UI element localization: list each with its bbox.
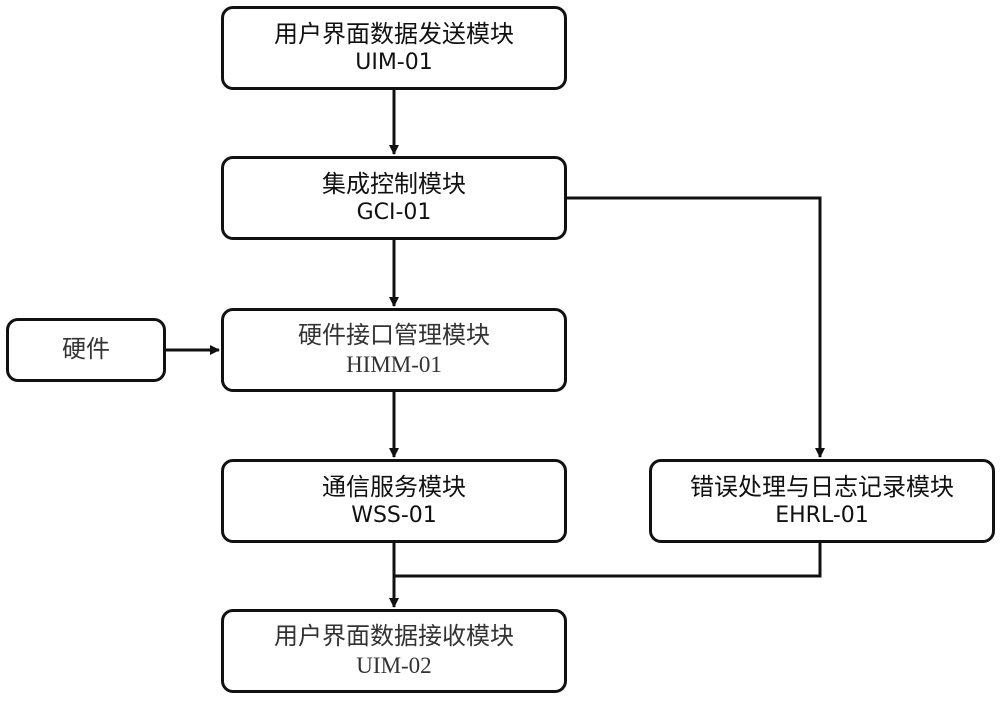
uim-send-module-name: 用户界面数据发送模块: [274, 20, 514, 48]
line-ehrl-to-uim02: [394, 543, 822, 578]
ehrl-module-node: 错误处理与日志记录模块 EHRL-01: [649, 459, 995, 543]
gci-module-code: GCI-01: [356, 200, 432, 225]
himm-module-code: HIMM-01: [346, 352, 442, 377]
himm-module-node: 硬件接口管理模块 HIMM-01: [221, 308, 567, 392]
uim-receive-module-code: UIM-02: [356, 653, 432, 678]
himm-module-name: 硬件接口管理模块: [298, 323, 490, 349]
wss-module-name: 通信服务模块: [322, 473, 466, 501]
arrow-gci-to-ehrl: [567, 196, 825, 458]
ehrl-module-code: EHRL-01: [775, 503, 869, 528]
uim-receive-module-node: 用户界面数据接收模块 UIM-02: [221, 609, 567, 693]
hardware-name: 硬件: [62, 337, 110, 363]
gci-module-node: 集成控制模块 GCI-01: [221, 156, 567, 240]
uim-receive-module-name: 用户界面数据接收模块: [274, 624, 514, 650]
wss-module-node: 通信服务模块 WSS-01: [221, 459, 567, 543]
uim-send-module-code: UIM-01: [355, 50, 433, 75]
hardware-node: 硬件: [6, 318, 166, 382]
ehrl-module-name: 错误处理与日志记录模块: [690, 473, 954, 501]
wss-module-code: WSS-01: [351, 503, 437, 528]
gci-module-name: 集成控制模块: [322, 170, 466, 198]
uim-send-module-node: 用户界面数据发送模块 UIM-01: [221, 6, 567, 90]
